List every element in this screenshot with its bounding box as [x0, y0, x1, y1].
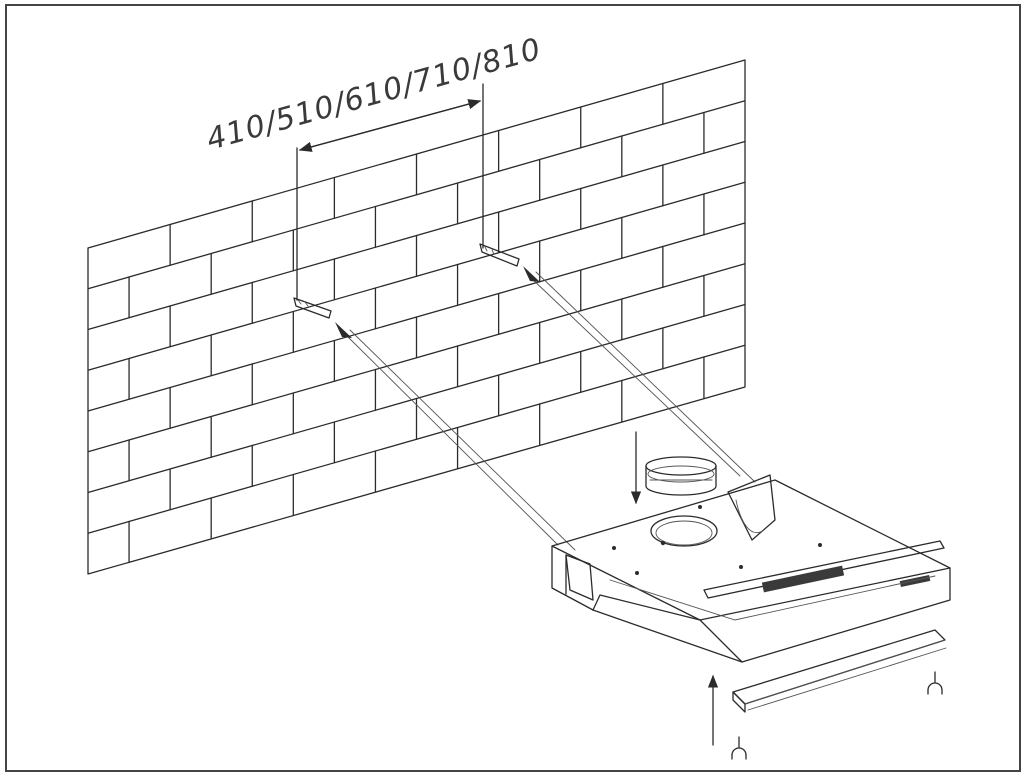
fastener-symbol-right — [927, 671, 943, 695]
brick-wall — [87, 59, 746, 575]
filter-cover — [707, 629, 947, 746]
brick-joints — [128, 82, 705, 563]
dimension-label: 410/510/610/710/810 — [203, 32, 546, 158]
duct-collar — [630, 431, 717, 505]
light-switch — [899, 574, 931, 588]
wall-bracket-right — [479, 243, 520, 267]
range-hood — [551, 474, 951, 663]
mount-guide-lines — [335, 266, 756, 551]
screw-icon — [612, 505, 822, 575]
control-buttons — [761, 565, 845, 593]
fastener-symbol-left — [731, 736, 747, 760]
wall-bracket-left — [293, 297, 332, 319]
diagram-frame — [5, 4, 1021, 772]
